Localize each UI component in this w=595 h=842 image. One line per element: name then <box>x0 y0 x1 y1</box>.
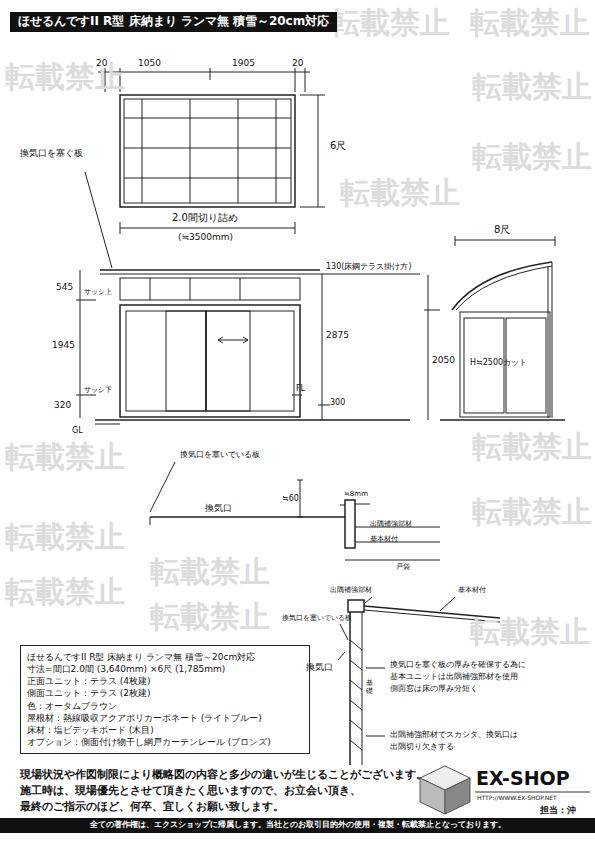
node-text: 寸法=間口2.0間 (3,640mm) ×6尺 (1,785mm) <box>27 663 303 675</box>
dimension: 6尺 <box>330 140 346 152</box>
watermark: 転載禁止 <box>472 430 592 465</box>
callout-text: 換気口を塞ぐ板 <box>20 148 83 158</box>
part-label: 基本材付 <box>458 586 486 594</box>
watermark: 転載禁止 <box>340 176 460 211</box>
level-label: サッシ上 <box>84 288 112 296</box>
node-text: 床材：塩ビデッキボード (木目) <box>27 724 303 736</box>
part-label: 換気口 <box>205 503 232 513</box>
watermark: 転載禁止 <box>470 6 590 41</box>
watermark: 転載禁止 <box>5 440 125 475</box>
cut-note: H≒2500カット <box>470 358 527 367</box>
watermark: 転載禁止 <box>150 600 270 635</box>
callout-text: 換気口を塞いでいる板 <box>282 614 352 622</box>
note: 出隅切り欠きする <box>390 742 454 751</box>
note: 基本ユニットは出隅補強部材を使用 <box>390 672 518 681</box>
node-text: 屋根材：熱線吸収アクアポリカーボネート (ライトブルー) <box>27 712 303 724</box>
node-text: 色：オータムブラウン <box>27 700 303 712</box>
dimension: 20 <box>96 58 107 68</box>
part-label: 戸袋 <box>396 563 410 571</box>
footer-band: 全ての著作権は、エクスショップに帰属します。当社とのお取引目的外の使用・複製・転… <box>0 818 595 833</box>
dimension: ≒8mm <box>344 490 368 498</box>
node-text: 全ての著作権は、エクスショップに帰属します。当社とのお取引目的外の使用・複製・転… <box>4 820 591 831</box>
spec-box: ほせるんですII R型 床納まり ランマ無 積雪～20cm対応寸法=間口2.0間… <box>20 645 310 754</box>
node-text: ほせるんですII R型 床納まり ランマ無 積雪～20cm対応 <box>27 651 303 663</box>
level-label: サッシ下 <box>84 386 112 394</box>
part-label: 出隅補強部材 <box>370 520 412 528</box>
dimension: 1945 <box>52 340 75 350</box>
note: 側面窓は床の厚み分短く <box>390 684 478 693</box>
level-label: GL <box>72 426 83 435</box>
callout-text: 換気口を塞いでいる板 <box>180 450 260 459</box>
dimension: (≒3500mm) <box>178 232 233 242</box>
notice: 現場状況や作図制限により概略図の内容と多少の違いが生じることがございます。 <box>20 768 427 780</box>
dimension: 130(床鋼テラス掛け方) <box>326 262 412 271</box>
dimension: 2050 <box>432 355 455 365</box>
dimension: ≒60 <box>282 494 299 503</box>
node-text: オプション：側面付け物干し網戸カーテンレール (ブロンズ) <box>27 736 303 748</box>
note: 出隅補強部材でスカシタ、換気口は <box>390 730 518 739</box>
dimension: 20 <box>292 58 303 68</box>
dimension: 2.0間切り詰め <box>172 212 238 224</box>
dimension: 8尺 <box>494 224 510 236</box>
logo-text: EX-SHOP <box>476 768 570 790</box>
dimension: 545 <box>56 282 73 292</box>
watermark: 転載禁止 <box>5 520 125 555</box>
dimension: 320 <box>54 400 71 410</box>
level-label: FL <box>296 384 305 393</box>
part-label: 基礎 <box>366 680 373 695</box>
staff-name: 担当：沖 <box>540 805 576 815</box>
watermark: 転載禁止 <box>470 615 590 650</box>
part-label: 基本材付 <box>370 535 398 543</box>
title-band: ほせるんですII R型 床納まり ランマ無 積雪～20cm対応 <box>10 12 337 32</box>
dimension: 1905 <box>232 58 255 68</box>
note: 換気口を塞ぐ板の厚みを確保する為に <box>390 660 526 669</box>
part-label: 換気口 <box>306 662 333 672</box>
notice: 施工時は、現場優先とさせて頂きたく思いますので、お立会い頂き、 <box>20 784 361 796</box>
node-text: 側面ユニット：テラス (2枚建) <box>27 687 303 699</box>
watermark: 転載禁止 <box>472 140 592 175</box>
watermark: 転載禁止 <box>330 6 450 41</box>
dimension: 300 <box>330 398 345 407</box>
logo-url: HTTP://WWW.EX-SHOP.NET <box>477 795 557 802</box>
part-label: 出隅補強部材 <box>330 586 372 594</box>
dimension: 1050 <box>138 58 161 68</box>
dimension: 2875 <box>326 330 349 340</box>
node-text: 正面ユニット：テラス (4枚建) <box>27 675 303 687</box>
notice: 最終のご指示のほど、何卒、宜しくお願い致します。 <box>20 800 284 812</box>
watermark: 転載禁止 <box>472 70 592 105</box>
watermark: 転載禁止 <box>472 495 592 530</box>
watermark: 転載禁止 <box>150 555 270 590</box>
watermark: 転載禁止 <box>5 575 125 610</box>
